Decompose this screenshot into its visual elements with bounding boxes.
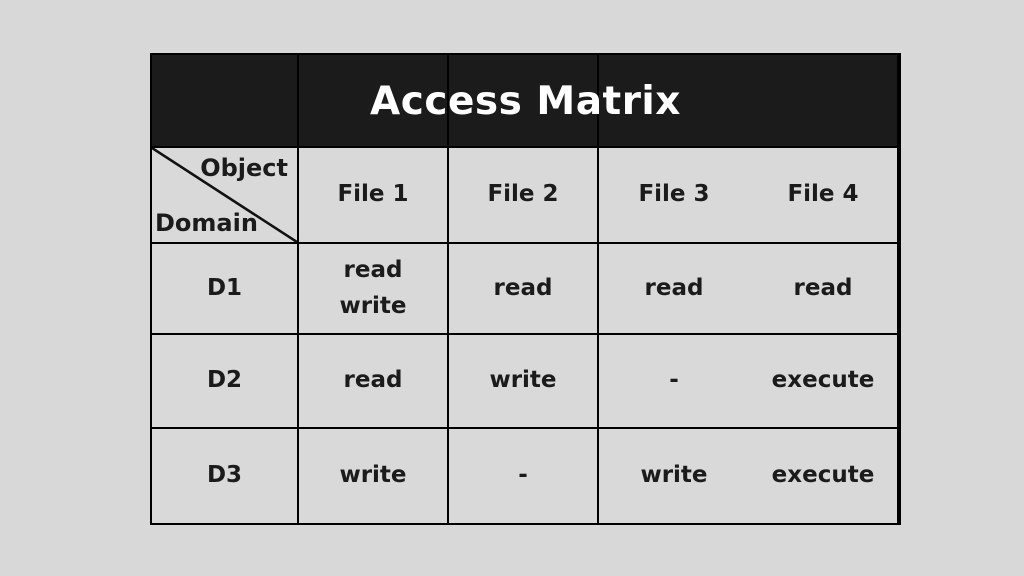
cell-d3-file3: write bbox=[640, 462, 708, 489]
col-header-file-3: File 3 bbox=[599, 148, 749, 244]
cell-d2-file1: read bbox=[299, 335, 449, 429]
cell-d3-file2: - bbox=[449, 429, 599, 523]
object-label: Object bbox=[200, 154, 288, 182]
col-header-file-1: File 1 bbox=[299, 148, 449, 244]
cell-d1-file3: read bbox=[599, 244, 749, 335]
corner-cell: Object Domain bbox=[152, 148, 299, 244]
cell-d2-file3: - bbox=[599, 335, 749, 429]
title-band-cell bbox=[152, 55, 299, 148]
title-band-cell bbox=[599, 55, 749, 148]
cell-d1-file1: read write bbox=[299, 244, 449, 335]
cell-d2-file2: write bbox=[449, 335, 599, 429]
access-matrix-table: Access Matrix Object Domain File 1 File … bbox=[150, 53, 901, 525]
cell-d1-file4: read bbox=[749, 244, 899, 335]
cell-d1-file2: read bbox=[449, 244, 599, 335]
row-label-d1: D1 bbox=[152, 244, 299, 335]
title-band-cell bbox=[449, 55, 599, 148]
cell-d2-file4: execute bbox=[749, 335, 899, 429]
cell-d3-file4: execute bbox=[749, 429, 899, 523]
col-header-file-4: File 4 bbox=[749, 148, 899, 244]
diagonal-line bbox=[152, 148, 297, 242]
row-label-d2: D2 bbox=[152, 335, 299, 429]
domain-label: Domain bbox=[155, 209, 258, 238]
title-band-cell bbox=[749, 55, 899, 148]
title-band-cell bbox=[299, 55, 449, 148]
cell-d3-file1: write bbox=[299, 429, 449, 523]
col-header-file-2: File 2 bbox=[449, 148, 599, 244]
row-label-d3: D3 bbox=[152, 429, 299, 523]
